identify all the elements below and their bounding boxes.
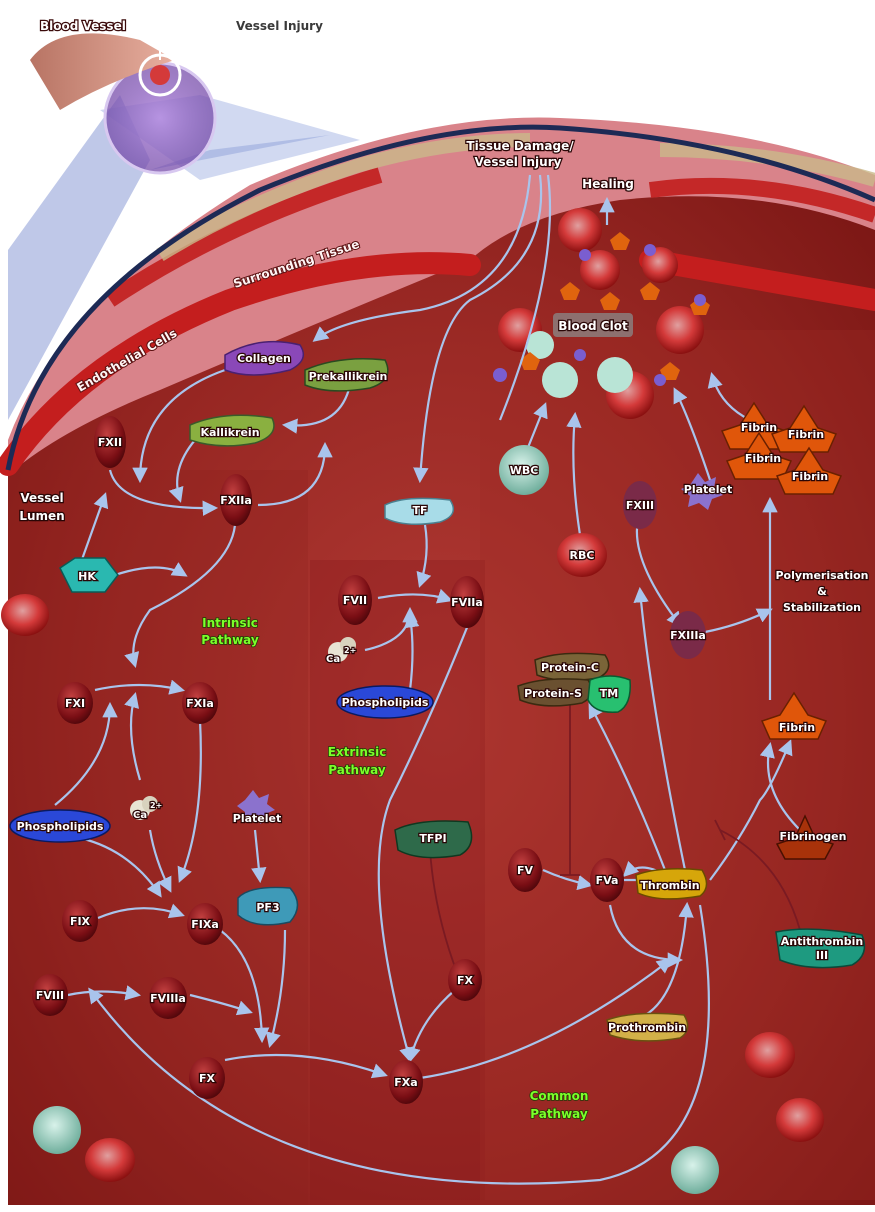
fx-extrinsic-label: FX <box>457 974 474 987</box>
fxiia-label: FXIIa <box>220 494 252 507</box>
blood-vessel-label: Blood Vessel <box>40 19 126 33</box>
fix-node: FIX <box>62 900 98 942</box>
polymerisation-label-line3: Stabilization <box>783 601 861 614</box>
common-pathway-label-line1: Common <box>530 1089 589 1103</box>
fx-extrinsic-node: FX <box>448 959 482 1001</box>
fibrin-label: Fibrin <box>779 721 815 734</box>
extrinsic-pathway-label-line2: Pathway <box>328 763 386 777</box>
pf3-node: PF3 <box>238 887 298 924</box>
calcium-intrinsic-charge: 2+ <box>150 801 162 810</box>
fx-intrinsic-label: FX <box>199 1072 216 1085</box>
phospholipids-intrinsic-label: Phospholipids <box>17 820 104 833</box>
fxiia-node: FXIIa <box>220 474 252 526</box>
fxiii-node: FXIII <box>623 481 657 529</box>
tm-node: TM <box>588 676 630 712</box>
phospholipids-extrinsic-node: Phospholipids <box>337 686 433 718</box>
fva-node: FVa <box>590 858 624 902</box>
vessel-lumen-label-line2: Lumen <box>19 509 64 523</box>
fxii-label: FXII <box>98 436 122 449</box>
fixa-label: FIXa <box>191 918 219 931</box>
wbc-node: WBC <box>499 445 549 495</box>
fxi-node: FXI <box>57 682 93 724</box>
fviii-label: FVIII <box>36 989 64 1002</box>
fv-node: FV <box>508 848 542 892</box>
vessel-lumen-label-line1: Vessel <box>20 491 63 505</box>
fva-label: FVa <box>596 874 619 887</box>
collagen-label: Collagen <box>237 352 291 365</box>
antithrombin-label-line1: Antithrombin <box>781 935 863 948</box>
hk-label: HK <box>78 570 96 583</box>
fxiii-label: FXIII <box>626 499 654 512</box>
polymerisation-label-line2: & <box>817 585 827 598</box>
fvii-label: FVII <box>343 594 367 607</box>
common-pathway-label-line2: Pathway <box>530 1107 588 1121</box>
protein-s-node: Protein-S <box>518 679 592 706</box>
protein-c-node: Protein-C <box>535 653 609 680</box>
platelet-intrinsic-label: Platelet <box>233 812 281 825</box>
fviii-node: FVIII <box>32 974 68 1016</box>
tfpi-node: TFPI <box>395 821 472 858</box>
fxia-label: FXIa <box>186 697 214 710</box>
fxa-node: FXa <box>389 1060 423 1104</box>
rbc-node: RBC <box>557 533 607 577</box>
pf3-label: PF3 <box>256 901 279 914</box>
tf-label: TF <box>412 504 427 517</box>
prothrombin-node: Prothrombin <box>607 1013 688 1041</box>
protein-s-label: Protein-S <box>524 687 582 700</box>
fxiiia-label: FXIIIa <box>670 629 706 642</box>
blood-clot-label: Blood Clot <box>558 319 628 333</box>
calcium-extrinsic-charge: 2+ <box>344 646 356 655</box>
vessel-injury-label: Vessel Injury <box>236 19 323 33</box>
fix-label: FIX <box>70 915 91 928</box>
tissue-damage-label-line2: Vessel Injury <box>475 155 562 169</box>
fviiia-node: FVIIIa <box>149 977 187 1019</box>
fviiia-label: FVIIIa <box>150 992 186 1005</box>
antithrombin-label-line2: III <box>816 949 828 962</box>
intrinsic-pathway-label-line1: Intrinsic <box>202 616 258 630</box>
fxa-label: FXa <box>394 1076 417 1089</box>
intrinsic-pathway-label-line2: Pathway <box>201 633 259 647</box>
tissue-damage-label-line1: Tissue Damage/ <box>466 139 574 153</box>
fviia-label: FVIIa <box>451 596 483 609</box>
fibrinogen-label: Fibrinogen <box>780 830 847 843</box>
antithrombin-node: Antithrombin III <box>776 929 864 967</box>
fxi-label: FXI <box>65 697 85 710</box>
hk-node: HK <box>60 558 118 592</box>
thrombin-node: Thrombin <box>636 869 707 899</box>
protein-c-label: Protein-C <box>541 661 599 674</box>
tm-label: TM <box>600 687 618 700</box>
fvii-node: FVII <box>338 575 372 625</box>
fx-intrinsic-node: FX <box>189 1057 225 1099</box>
fixa-node: FIXa <box>187 903 223 945</box>
calcium-intrinsic-label: Ca <box>133 810 147 821</box>
fibrin-cluster-label-4: Fibrin <box>792 470 828 483</box>
phospholipids-intrinsic-node: Phospholipids <box>10 810 110 842</box>
platelet-common-label: Platelet <box>684 483 732 496</box>
fxia-node: FXIa <box>182 682 218 724</box>
tfpi-label: TFPI <box>419 832 446 845</box>
calcium-extrinsic-label: Ca <box>326 654 340 665</box>
rbc-label: RBC <box>570 549 595 562</box>
fibrin-cluster-label-3: Fibrin <box>745 452 781 465</box>
fxiiia-node: FXIIIa <box>670 611 706 659</box>
prothrombin-label: Prothrombin <box>608 1021 686 1034</box>
wbc-label: WBC <box>510 464 539 477</box>
polymerisation-label-line1: Polymerisation <box>775 569 868 582</box>
phospholipids-extrinsic-label: Phospholipids <box>342 696 429 709</box>
kallikrein-node: Kallikrein <box>190 415 274 446</box>
thrombin-label: Thrombin <box>640 879 699 892</box>
kallikrein-label: Kallikrein <box>200 426 259 439</box>
extrinsic-pathway-label-line1: Extrinsic <box>328 745 387 759</box>
healing-label: Healing <box>582 177 634 191</box>
fviia-node: FVIIa <box>450 576 484 628</box>
prekallikrein-label: Prekallikrein <box>309 370 388 383</box>
fibrin-cluster-label-1: Fibrin <box>741 421 777 434</box>
fv-label: FV <box>517 864 534 877</box>
tf-node: TF <box>385 498 453 524</box>
fibrin-cluster-label-2: Fibrin <box>788 428 824 441</box>
fxii-node: FXII <box>94 416 126 468</box>
